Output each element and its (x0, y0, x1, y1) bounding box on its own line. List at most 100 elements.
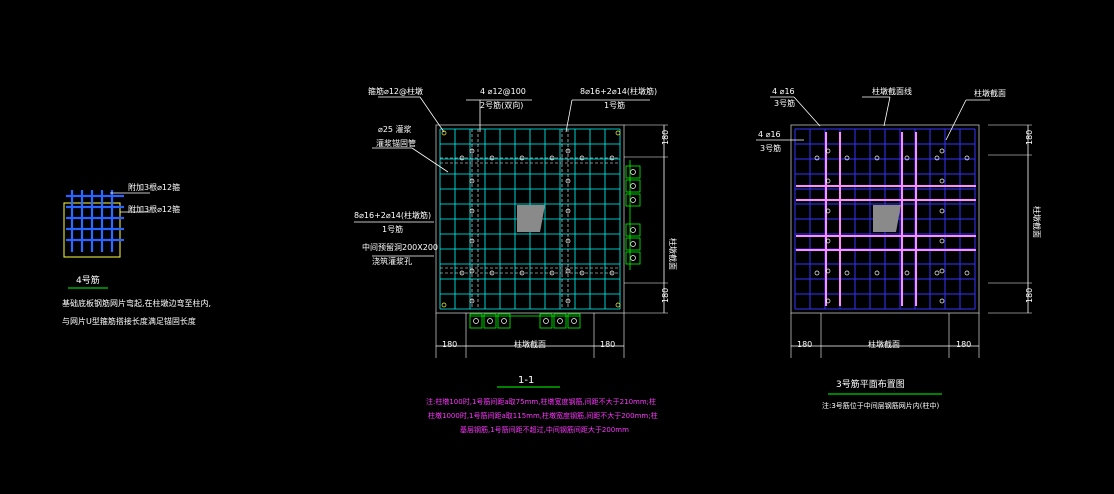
section-bar-markers (469, 160, 641, 329)
section-bar-dot (565, 148, 571, 154)
section-corner-dot (615, 130, 621, 136)
plan-dim-center-v: 柱墩截面 (1032, 206, 1041, 238)
detail4-note-2: 与网片U型箍筋搭接长度满足锚固长度 (62, 317, 196, 326)
section-outline (435, 124, 625, 314)
plan-callout-tl-2: 3号筋 (774, 99, 796, 108)
detail4-label-b: 附加3根⌀12箍 (128, 205, 181, 214)
plan-bar-dot (874, 270, 880, 276)
section-bar-dot (489, 270, 495, 276)
section-1-1-drawing (354, 96, 668, 388)
section-bottom-marker-ring (501, 318, 507, 324)
plan-dim-right-h: 180 (956, 340, 972, 349)
plan-bar-dot (939, 208, 945, 214)
section-bar-dot (469, 148, 475, 154)
plan-dim-top: 180 (1025, 129, 1034, 145)
section-bar-dot (549, 270, 555, 276)
section-bottom-marker-ring (571, 318, 577, 324)
section-note-3: 基层钢筋,1号筋间距不超过,中间钢筋间距大于200mm (460, 426, 629, 434)
plan-bar-dot (825, 208, 831, 214)
section-callout-left1-2: 灌浆锚固管 (376, 139, 416, 148)
plan-callout-top-right: 柱墩截面 (974, 89, 1006, 98)
section-right-marker-ring (630, 183, 636, 189)
section-callout-left3-1: 中间预留洞200X200 (362, 243, 439, 252)
section-bar-dot (549, 155, 555, 161)
plan-dim-mid-h: 柱墩截面 (868, 340, 900, 349)
section-bottom-marker (567, 313, 581, 329)
section-leader-left1-2 (411, 147, 449, 173)
section-right-marker-ring (630, 169, 636, 175)
section-callout-left2-1: 8⌀16+2⌀14(柱墩筋) (354, 211, 432, 220)
section-callout-left1-1: ⌀25 灌浆 (378, 125, 412, 134)
section-dim-left-h: 180 (442, 340, 458, 349)
plan-bar-dot (939, 148, 945, 154)
section-bottom-marker-ring (487, 318, 493, 324)
plan-bar-dot (904, 270, 910, 276)
section-right-marker (625, 179, 641, 193)
section-title: 1-1 (518, 375, 535, 386)
section-bottom-marker (553, 313, 567, 329)
detail-4-drawing (63, 190, 150, 289)
section-bar-dot (469, 208, 475, 214)
section-callout-left2-2: 1号筋 (382, 225, 404, 234)
section-right-marker (625, 237, 641, 251)
section-leader-topleft-2 (419, 96, 445, 133)
plan-bar-dot (814, 270, 820, 276)
plan-bar-dot (904, 155, 910, 161)
plan-bar-dot (939, 238, 945, 244)
plan-3-drawing (756, 96, 1032, 395)
section-bar-dot (469, 178, 475, 184)
section-bar-dot (565, 238, 571, 244)
plan-note: 注:3号筋位于中间层钢筋网片内(柱中) (822, 402, 940, 410)
section-bar-dot (579, 155, 585, 161)
plan-bar-dot (825, 238, 831, 244)
plan-bar-dot (964, 155, 970, 161)
plan-bar-dot (939, 268, 945, 274)
section-callout-topleft: 箍筋⌀12@柱墩 (368, 87, 423, 96)
section-leader-topright-2 (565, 99, 573, 133)
plan-callout-tl-1: 4 ⌀16 (772, 87, 795, 96)
plan-bar-dot (825, 148, 831, 154)
section-corner-dot (441, 302, 447, 308)
plan-bar-dot (939, 298, 945, 304)
plan-callout-top-mid: 柱墩截面线 (872, 87, 912, 96)
detail4-label-a: 附加3根⌀12箍 (128, 183, 181, 192)
plan-bar-dot (934, 155, 940, 161)
section-bottom-marker (469, 313, 483, 329)
section-bar-dot (519, 155, 525, 161)
plan-outline (790, 124, 980, 314)
section-dim-bottom-v: 180 (661, 287, 670, 303)
section-bar-dot (469, 238, 475, 244)
section-bar-dot (565, 208, 571, 214)
section-right-marker-ring (630, 241, 636, 247)
section-corner-dot (615, 302, 621, 308)
section-bottom-marker-ring (473, 318, 479, 324)
section-right-marker-ring (630, 197, 636, 203)
detail4-note-1: 基础底板钢筋网片弯起,在柱墩边弯至柱内, (62, 299, 212, 308)
section-bar-dot (565, 178, 571, 184)
plan-bar-dot (825, 298, 831, 304)
section-bar-dot (565, 298, 571, 304)
section-bar-dot (579, 270, 585, 276)
section-dim-mid-h: 柱墩截面 (514, 340, 546, 349)
plan-leader-top-mid-2 (883, 96, 891, 127)
plan-bar-dot (874, 155, 880, 161)
section-bar-dot (459, 155, 465, 161)
plan-bar-dot (939, 178, 945, 184)
section-bar-dot (565, 268, 571, 274)
section-bottom-marker (497, 313, 511, 329)
plan-center-void (873, 205, 901, 232)
section-right-marker (625, 193, 641, 207)
plan-callout-tl2-2: 3号筋 (760, 144, 782, 153)
plan-bar-dot (825, 178, 831, 184)
section-bar-dot (519, 270, 525, 276)
detail4-rebar-grid (66, 190, 124, 252)
section-note-1: 注:柱墩100时,1号筋间距a取75mm,柱墩宽度钢筋,间距不大于210mm;柱 (426, 398, 657, 406)
plan-leader-tl-2 (793, 96, 821, 127)
section-callout-topright-1: 8⌀16+2⌀14(柱墩筋) (580, 87, 658, 96)
plan-dim-bottom-v: 180 (1025, 287, 1034, 303)
section-bar-dot (459, 270, 465, 276)
plan-callout-tl2-1: 4 ⌀16 (758, 130, 781, 139)
section-bottom-marker (483, 313, 497, 329)
section-bar-dot (469, 268, 475, 274)
